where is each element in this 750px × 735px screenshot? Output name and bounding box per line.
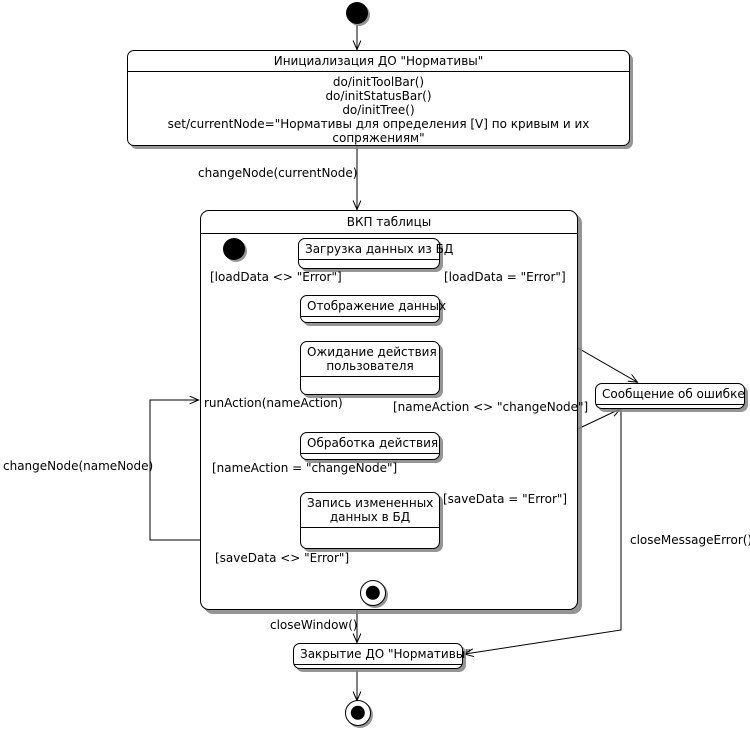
state-wait-user-action-body: [301, 377, 439, 390]
state-initialization-title: Инициализация ДО "Нормативы": [128, 51, 629, 72]
label-save-data-ok: [saveData <> "Error"]: [215, 551, 350, 565]
final-state-inner: [360, 580, 386, 606]
state-wait-user-action-title: Ожидание действия пользователя: [301, 342, 439, 377]
state-close-document-body: [294, 665, 462, 678]
state-close-document[interactable]: Закрытие ДО "Нормативы": [293, 643, 471, 669]
label-close-message-error: closeMessageError(): [630, 533, 750, 547]
state-initialization[interactable]: Инициализация ДО "Нормативы" do/initTool…: [127, 50, 630, 146]
line-error-to-close: [465, 409, 622, 654]
action-init-statusbar: do/initStatusBar(): [325, 89, 432, 103]
action-init-tree: do/initTree(): [342, 103, 415, 117]
state-load-data-title: Загрузка данных из БД: [299, 239, 453, 260]
label-change-node-current: changeNode(currentNode): [198, 166, 358, 180]
state-save-data-title: Запись измененных данных в БД: [301, 493, 439, 528]
state-save-data-body: [301, 528, 439, 542]
state-error-message-body: [596, 405, 744, 418]
state-load-data[interactable]: Загрузка данных из БД: [298, 238, 453, 269]
line-change-node-loop: [149, 400, 200, 541]
state-error-message-title: Сообщение об ошибке: [596, 384, 745, 405]
label-run-action: runAction(nameAction): [204, 396, 343, 410]
state-error-message[interactable]: Сообщение об ошибке: [595, 383, 745, 409]
composite-state-title: ВКП таблицы: [201, 211, 577, 234]
state-save-data-title-line1: Запись измененных: [307, 496, 434, 510]
state-process-action[interactable]: Обработка действия: [300, 432, 440, 460]
final-state-bottom: [345, 700, 371, 726]
state-close-document-title: Закрытие ДО "Нормативы": [294, 644, 471, 665]
state-save-data-title-line2: данных в БД: [329, 510, 411, 524]
state-save-data[interactable]: Запись измененных данных в БД: [300, 492, 440, 549]
label-load-data-error: [loadData = "Error"]: [444, 270, 566, 284]
label-load-data-ok: [loadData <> "Error"]: [210, 270, 342, 284]
label-save-data-error: [saveData = "Error"]: [443, 492, 568, 506]
state-show-data-body: [301, 317, 439, 330]
state-process-action-title: Обработка действия: [301, 433, 439, 454]
initial-pseudostate-top: [346, 2, 368, 24]
label-name-action-ne: [nameAction <> "changeNode"]: [393, 400, 589, 414]
state-wait-user-action[interactable]: Ожидание действия пользователя: [300, 341, 440, 395]
label-change-node-name: changeNode(nameNode): [3, 459, 154, 473]
state-wait-user-action-title-line2: пользователя: [326, 359, 414, 373]
action-set-currentnode: set/currentNode="Нормативы для определен…: [167, 117, 590, 145]
state-show-data-title: Отображение данных: [301, 296, 446, 317]
label-name-action-eq: [nameAction = "changeNode"]: [212, 461, 398, 475]
state-initialization-actions: do/initToolBar() do/initStatusBar() do/i…: [128, 72, 629, 149]
state-show-data[interactable]: Отображение данных: [300, 295, 446, 323]
state-wait-user-action-title-line1: Ожидание действия: [307, 345, 437, 359]
initial-pseudostate-inner: [223, 238, 245, 260]
label-close-window: closeWindow(): [270, 618, 358, 632]
action-init-toolbar: do/initToolBar(): [332, 75, 425, 89]
